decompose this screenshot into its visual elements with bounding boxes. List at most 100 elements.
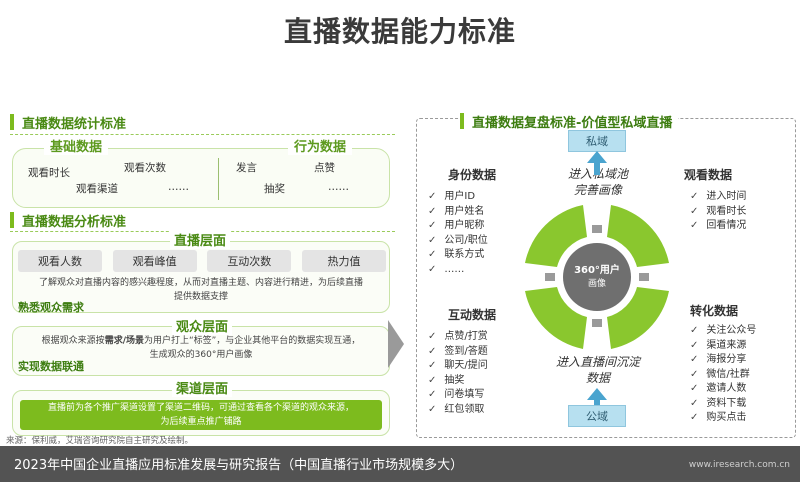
- list-item-label: 用户ID: [444, 191, 476, 202]
- list-item-label: 用户昵称: [444, 220, 485, 231]
- check-icon: ✓: [690, 325, 699, 336]
- desc-line: 为后续重点推广铺路: [160, 417, 242, 427]
- flow-line: 完善画像: [573, 183, 622, 197]
- check-icon: ✓: [690, 397, 699, 409]
- center-circle: [563, 243, 631, 311]
- ring-segment: [525, 287, 587, 349]
- check-icon: ✓: [428, 345, 437, 357]
- site-url: www.iresearch.com.cn: [688, 460, 790, 470]
- desc-line: 根据观众来源按需求/场景为用户打上“标签”，与企业其他平台的数据实现互通，: [16, 334, 386, 348]
- list-item-label: 购买点击: [706, 412, 747, 423]
- basic-item: 观看时长: [28, 167, 70, 179]
- behavior-item: 抽奖: [264, 183, 285, 195]
- check-icon: ✓: [428, 263, 437, 275]
- conversion-data-list: ✓关注公众号 ✓渠道来源 ✓海报分享 ✓微信/社群 ✓邀请人数 ✓资料下载 ✓购…: [690, 324, 756, 426]
- source-note: 来源：保利威，艾瑞咨询研究院自主研究及绘制。: [6, 436, 194, 446]
- caption-text: 2023年中国企业直播应用标准发展与研究报告（中国直播行业市场规模多大）: [14, 458, 464, 473]
- basic-item: 观看次数: [124, 162, 166, 174]
- live-metrics: 观看人数 观看峰值 互动次数 热力值: [18, 250, 386, 272]
- check-icon: ✓: [690, 339, 699, 351]
- list-item: ✓用户昵称: [428, 219, 488, 234]
- list-item: ✓抽奖: [428, 374, 488, 389]
- list-item: ✓ 资料下载: [690, 397, 756, 412]
- list-item-label: 聊天/提问: [444, 360, 488, 371]
- left-panel: 直播数据统计标准 基础数据 行为数据 观看时长 观看次数 观看渠道 …… 发言 …: [10, 108, 395, 438]
- list-item-label: ……: [444, 263, 465, 275]
- channel-layer-title: 渠道层面: [172, 378, 233, 397]
- live-layer-desc: 了解观众对直播内容的感兴趣程度，从而对直播主题、内容进行精进，为后续直播 提供数…: [16, 276, 386, 304]
- check-icon: ✓: [690, 354, 699, 365]
- list-item-label: 红包领取: [444, 403, 485, 415]
- accent-bar: [10, 114, 14, 130]
- check-icon: ✓: [428, 205, 437, 217]
- divider: [10, 134, 395, 135]
- public-domain-box: 公域: [568, 405, 626, 427]
- desc-line: 提供数据支撑: [173, 292, 228, 302]
- accent-bar: [10, 212, 14, 228]
- basic-item: ……: [168, 181, 189, 193]
- analysis-standard-heading: 直播数据分析标准: [10, 210, 126, 230]
- list-item: ✓公司/职位: [428, 234, 488, 249]
- layers-icon: [545, 273, 555, 281]
- watch-data-list: ✓进入时间 ✓观看时长 ✓ 回看情况: [690, 190, 746, 234]
- list-item-label: 抽奖: [444, 374, 465, 386]
- list-item: ✓ 签到/答题: [428, 345, 488, 360]
- metric-pill: 观看峰值: [112, 250, 197, 272]
- list-item-label: 问卷填写: [444, 389, 485, 400]
- list-item: ✓进入时间: [690, 190, 746, 205]
- layers-icon: [592, 225, 602, 233]
- check-icon: ✓: [690, 220, 699, 231]
- check-icon: ✓: [428, 389, 437, 400]
- metric-pill: 观看人数: [18, 250, 102, 272]
- check-icon: ✓: [428, 191, 437, 202]
- check-icon: ✓: [690, 412, 699, 423]
- behavior-item: 点赞: [314, 162, 335, 174]
- list-item: ✓ 用户ID: [428, 190, 488, 205]
- metric-pill: 互动次数: [207, 250, 292, 272]
- desc-bold: 需求/场景: [104, 336, 144, 346]
- list-item: ✓ 邀请人数: [690, 382, 756, 397]
- interaction-data-list: ✓点赞/打赏 ✓ 签到/答题 ✓ 聊天/提问 ✓抽奖 ✓ 问卷填写 ✓红包领取: [428, 330, 488, 417]
- list-item: ✓渠道来源: [690, 339, 756, 354]
- check-icon: ✓: [690, 383, 699, 394]
- audience-layer-need: 实现数据联通: [18, 360, 84, 373]
- list-item-label: 联系方式: [444, 249, 485, 260]
- center-label: 画像: [588, 277, 606, 289]
- desc-line: 了解观众对直播内容的感兴趣程度，从而对直播主题、内容进行精进，为后续直播: [38, 278, 363, 288]
- check-icon: ✓: [428, 249, 437, 260]
- list-item-label: 邀请人数: [706, 383, 747, 394]
- list-item: ✓观看时长: [690, 205, 746, 220]
- list-item-label: 资料下载: [706, 397, 747, 409]
- flow-line: 进入直播间沉淀: [555, 355, 640, 369]
- list-item-label: 点赞/打赏: [444, 331, 488, 342]
- desc-line: 生成观众的360°用户画像: [149, 350, 253, 360]
- interaction-data-title: 互动数据: [448, 308, 497, 322]
- live-layer-need: 熟悉观众需求: [18, 301, 84, 314]
- flow-line: 数据: [585, 371, 610, 385]
- accent-bar: [460, 113, 464, 129]
- arrow-right-icon: [388, 320, 404, 368]
- list-item: ✓ 回看情况: [690, 219, 746, 234]
- list-item: ✓点赞/打赏: [428, 330, 488, 345]
- layers-icon: [592, 319, 602, 327]
- channel-layer-desc: 直播前为各个推广渠道设置了渠道二维码，可通过查看各个渠道的观众来源， 为后续重点…: [20, 400, 382, 430]
- list-item-label: 回看情况: [706, 220, 747, 231]
- desc-part: 根据观众来源按: [41, 336, 105, 346]
- live-layer-title: 直播层面: [170, 230, 231, 249]
- ring-segment: [607, 205, 669, 267]
- metric-pill: 热力值: [301, 250, 386, 272]
- behavior-item: 发言: [236, 162, 257, 174]
- list-item: ✓红包领取: [428, 403, 488, 418]
- center-label: 360°用户: [574, 263, 620, 276]
- basic-item: 观看渠道: [76, 183, 118, 195]
- audience-layer-title: 观众层面: [172, 316, 233, 335]
- list-item: ✓ 问卷填写: [428, 388, 488, 403]
- list-item-label: 签到/答题: [444, 345, 488, 357]
- identity-data-title: 身份数据: [448, 168, 497, 182]
- ring-segments: [525, 205, 669, 349]
- check-icon: ✓: [428, 360, 437, 371]
- list-item: ✓ ……: [428, 263, 488, 278]
- caption-bar: 2023年中国企业直播应用标准发展与研究报告（中国直播行业市场规模多大） www…: [0, 446, 800, 482]
- check-icon: ✓: [428, 234, 437, 246]
